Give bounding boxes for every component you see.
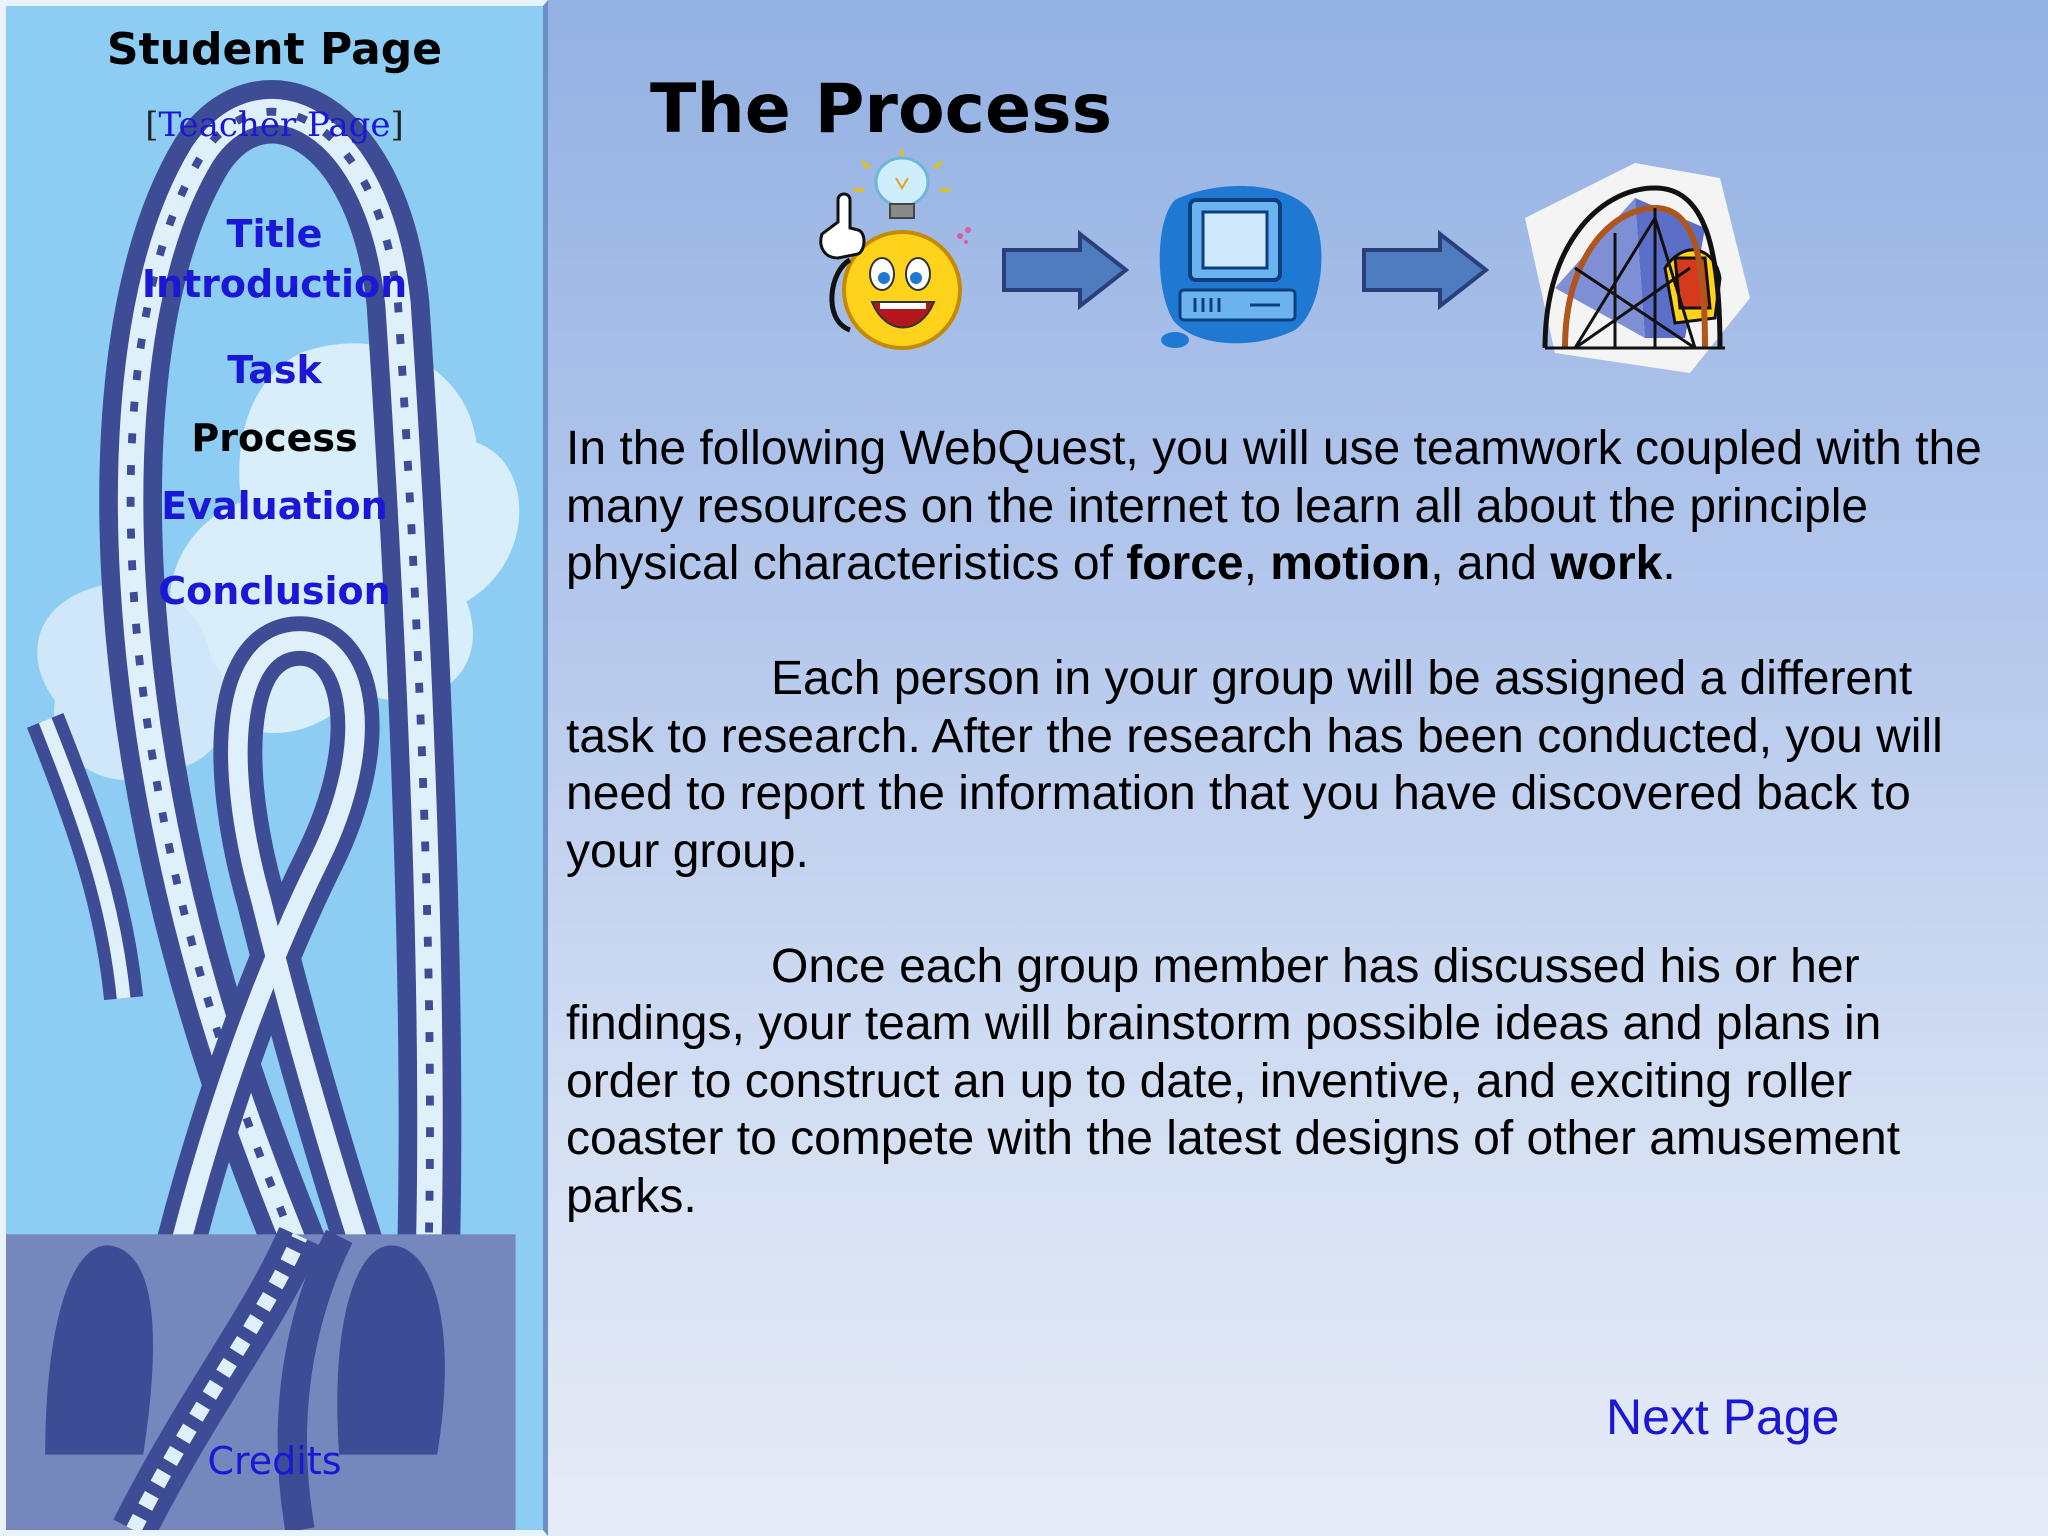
paragraph-research: Each person in your group will be assign… bbox=[566, 650, 2006, 880]
nav-link-credits[interactable]: Credits bbox=[207, 1439, 342, 1483]
paragraph-intro: In the following WebQuest, you will use … bbox=[566, 420, 2006, 593]
sidebar-nav-links: Student Page [Teacher Page] Title Introd… bbox=[6, 6, 543, 1530]
computer-icon bbox=[1159, 186, 1322, 348]
arrow-right-icon bbox=[1002, 230, 1130, 310]
arrow-right-icon bbox=[1362, 230, 1490, 310]
roller-coaster-icon bbox=[1525, 163, 1750, 373]
paragraph-brainstorm: Once each group member has discussed his… bbox=[566, 938, 2006, 1226]
bracket-open: [ bbox=[145, 105, 159, 145]
process-diagram bbox=[800, 150, 1770, 380]
intro-separator: , and bbox=[1430, 537, 1551, 590]
intro-text: In the following WebQuest, you will use … bbox=[566, 422, 1982, 590]
roller-coaster-background bbox=[6, 80, 520, 1530]
keyword-force: force bbox=[1126, 537, 1244, 590]
brainstorm-text: Once each group member has discussed his… bbox=[566, 939, 1901, 1223]
lightbulb-smiley-icon bbox=[819, 150, 971, 350]
page-title: The Process bbox=[650, 70, 1113, 149]
nav-link-conclusion[interactable]: Conclusion bbox=[158, 569, 391, 613]
research-text: Each person in your group will be assign… bbox=[566, 652, 1943, 878]
keyword-motion: motion bbox=[1270, 537, 1431, 590]
nav-current-process: Process bbox=[191, 416, 358, 460]
nav-link-task[interactable]: Task bbox=[227, 348, 322, 392]
student-page-heading: Student Page bbox=[106, 24, 443, 75]
teacher-page-link[interactable]: Teacher Page bbox=[158, 105, 391, 145]
next-page-link[interactable]: Next Page bbox=[1606, 1389, 1840, 1445]
process-description: In the following WebQuest, you will use … bbox=[566, 420, 2006, 1283]
nav-link-title[interactable]: Title bbox=[226, 212, 323, 256]
nav-link-introduction[interactable]: Introduction bbox=[141, 262, 408, 306]
keyword-work: work bbox=[1550, 537, 1663, 590]
intro-separator: , bbox=[1243, 537, 1271, 590]
bracket-close: ] bbox=[390, 105, 404, 145]
sidebar-nav: Student Page [Teacher Page] Title Introd… bbox=[0, 0, 548, 1536]
nav-link-evaluation[interactable]: Evaluation bbox=[161, 484, 388, 528]
intro-period: . bbox=[1662, 537, 1676, 590]
teacher-page-link-wrapper: [Teacher Page] bbox=[6, 108, 543, 142]
